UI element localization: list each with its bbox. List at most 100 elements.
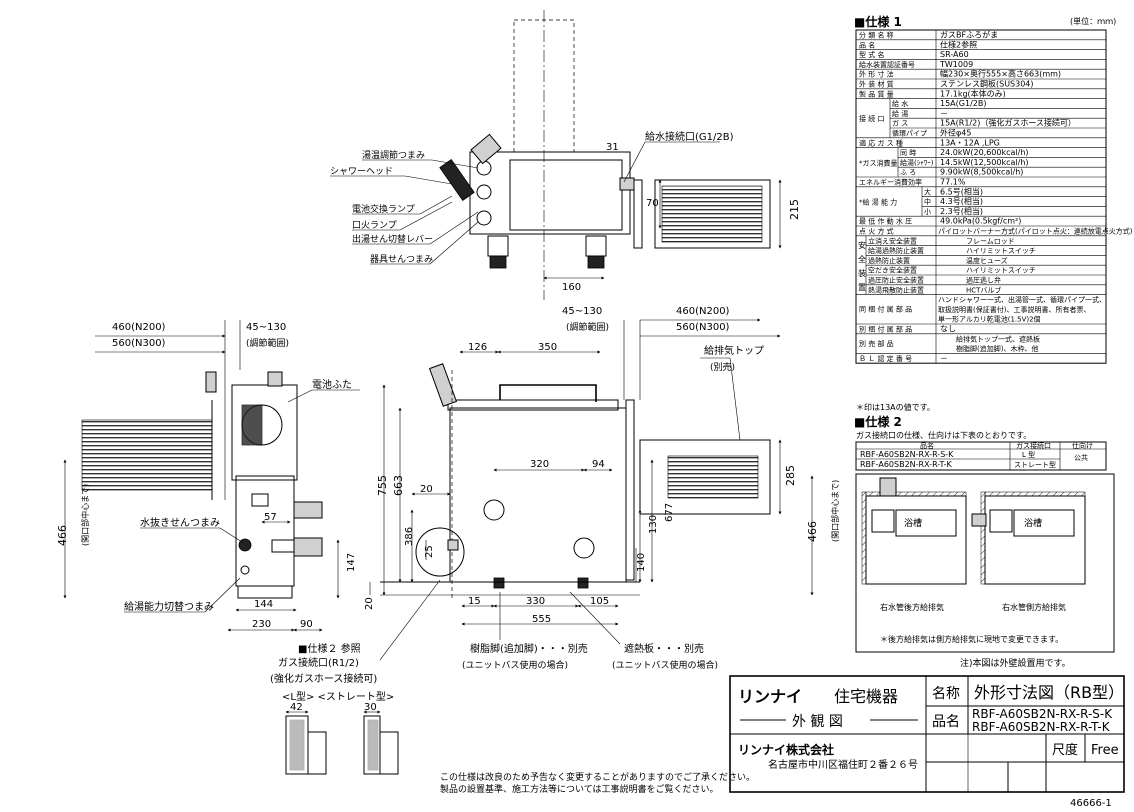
spec1-row-5-label: 外 装 材 質 bbox=[859, 80, 894, 89]
front-dim-663: 663 bbox=[392, 475, 405, 496]
spec1-conn-val-2: 15A(R1/2)（強化ガスホース接続可） bbox=[940, 118, 1076, 128]
front-dim-285: 285 bbox=[784, 465, 797, 486]
tub-label-left: 浴槽 bbox=[904, 517, 922, 529]
front-dim-n200: 460(N200) bbox=[676, 306, 730, 317]
gas-connection-note: ■仕様２ 参照 ガス接続口(R1/2) (強化ガスホース接続可) <L型> <ス… bbox=[270, 579, 441, 775]
spec1-row-0-value: ガスBFふろがま bbox=[940, 30, 998, 40]
side-dim-n300: 560(N300) bbox=[112, 338, 166, 349]
product-1: RBF-A60SB2N-RX-R-S-K bbox=[972, 707, 1113, 721]
spec1-safety-val-1: ハイリミットスイッチ bbox=[966, 247, 1036, 255]
flue-top-sep: (別売) bbox=[710, 361, 735, 373]
spec1-footnote: ＊印は13Aの値です。 bbox=[856, 402, 935, 412]
scale-label: 尺度 bbox=[1052, 742, 1078, 758]
spec1-consumption-label: *ガス消費量 bbox=[859, 158, 898, 167]
scale-value: Free bbox=[1091, 743, 1119, 758]
spec1-ignition-value: パイロットバーナー方式(パイロット点火：連続放電点火方式) bbox=[938, 227, 1133, 236]
front-dim-677: 677 bbox=[664, 503, 675, 522]
spec1-optional-2: 樹脂脚(追加脚)、木枠、他 bbox=[956, 344, 1038, 353]
spec1-safety-sub-4: 過圧防止安全装置 bbox=[868, 276, 924, 285]
top-view: 160 70 215 31 給水接続口(G1/2B) 湯温調節つまみ シャワーヘ… bbox=[330, 10, 801, 300]
side-dim-466: 466 bbox=[56, 525, 69, 546]
side-dim-144: 144 bbox=[254, 599, 273, 610]
spec2-h-gas: ガス接続口 bbox=[1016, 441, 1051, 450]
product-label: 品名 bbox=[932, 714, 960, 730]
unit-bath-note-1: (ユニットバス使用の場合) bbox=[462, 659, 568, 671]
spec1-conn-label: 接 続 口 bbox=[859, 114, 884, 123]
spec1-gastype-value: 13A・12A ,LPG bbox=[940, 138, 1000, 147]
dim-160: 160 bbox=[562, 282, 581, 293]
spec1-row-6-label: 製 品 質 量 bbox=[859, 89, 894, 98]
spec1-safety-sub-2: 過熱防止装置 bbox=[868, 256, 910, 265]
spec1-consumption-val-0: 24.0kW(20,600kcal/h) bbox=[940, 148, 1029, 157]
spec1-supply-val-0: 6.5号(相当) bbox=[940, 186, 983, 196]
spec1-row-3-value: TW1009 bbox=[939, 60, 973, 69]
side-battery-cover: 電池ふた bbox=[312, 378, 352, 391]
spec2-r2-gas: ストレート型 bbox=[1014, 460, 1056, 469]
gas-types: <L型> <ストレート型> bbox=[282, 690, 394, 703]
spec1-title: ■仕様 1 bbox=[854, 14, 902, 29]
spec1-consumption-val-1: 14.5kW(12,500kcal/h) bbox=[940, 158, 1029, 167]
spec1-consumption-sub-1: 給湯(ｼｬﾜｰ) bbox=[900, 158, 934, 167]
spec1-pressure-label: 最 低 作 動 水 圧 bbox=[859, 217, 912, 226]
spec1-safety-sub-1: 給湯過熱防止装置 bbox=[868, 246, 924, 255]
spec1-safety-sub-5: 熱湯飛散防止装置 bbox=[868, 285, 924, 294]
spec1-supply-val-1: 4.3号(相当) bbox=[940, 196, 983, 206]
spec1-row-4-label: 外 形 寸 法 bbox=[859, 70, 894, 79]
side-drain-knob: 水抜きせんつまみ bbox=[140, 516, 220, 529]
side-view: 460(N200) 560(N300) 45~130 (調節範囲) 電池ふた 4… bbox=[56, 320, 360, 632]
product-2: RBF-A60SB2N-RX-R-T-K bbox=[972, 720, 1111, 734]
spec1-conn-sub-1: 給 湯 bbox=[892, 109, 908, 118]
spec1-conn-val-1: － bbox=[940, 109, 948, 118]
spec1-conn-val-0: 15A(G1/2B) bbox=[940, 99, 986, 108]
spec2-r2-name: RBF-A60SB2N-RX-R-T-K bbox=[860, 460, 952, 469]
side-dim-230: 230 bbox=[252, 619, 271, 630]
spec1-bl-label: Ｂ Ｌ 認 定 番 号 bbox=[859, 354, 912, 363]
spec1-accessories-line-1: ハンドシャワー一式、出湯管一式、循環パイプ一式、 bbox=[938, 295, 1106, 304]
spec1-supply-sub-0: 大 bbox=[924, 187, 931, 196]
spec1-row-1-value: 仕様2参照 bbox=[940, 39, 977, 49]
company-address: 名古屋市中川区福住町２番２６号 bbox=[768, 758, 918, 771]
callout-outlet-lever: 出湯せん切替レバー bbox=[352, 233, 433, 245]
spec1-bl-value: － bbox=[940, 354, 948, 363]
appearance-label: 外 観 図 bbox=[792, 713, 843, 730]
spec1-row-6-value: 17.1kg(本体のみ) bbox=[940, 88, 1006, 98]
callout-battery-lamp: 電池交換ランプ bbox=[352, 203, 415, 215]
side-capacity-knob: 給湯能力切替つまみ bbox=[124, 600, 214, 613]
spec1-consumption-val-2: 9.90kW(8,500kcal/h) bbox=[940, 168, 1023, 177]
name-value: 外形寸法図（RB型） bbox=[974, 683, 1124, 702]
spec1-conn-val-3: 外径φ45 bbox=[940, 128, 971, 138]
front-dim-adj: 45~130 bbox=[562, 306, 602, 317]
spec1-row-2-value: SR-A60 bbox=[940, 50, 969, 59]
front-dim-n300: 560(N300) bbox=[676, 322, 730, 333]
front-dim-386: 386 bbox=[404, 527, 415, 546]
title-block: リンナイ 住宅機器 外 観 図 リンナイ株式会社 名古屋市中川区福住町２番２６号… bbox=[729, 675, 1125, 793]
side-dim-147: 147 bbox=[346, 553, 357, 572]
gas-line1: ガス接続口(R1/2) bbox=[278, 656, 359, 669]
bottom-note-1: この仕様は改良のため予告なく変更することがありますのでご了承ください。 bbox=[440, 771, 755, 783]
spec1-safety-sub-3: 空だき安全装置 bbox=[868, 266, 917, 275]
spec1-row-3-label: 給水装置認証番号 bbox=[859, 60, 915, 69]
front-dim-105: 105 bbox=[590, 596, 609, 607]
side-dim-57: 57 bbox=[264, 512, 277, 523]
front-dim-140: 140 bbox=[636, 553, 647, 572]
spec1-conn-sub-2: ガ ス bbox=[892, 119, 908, 128]
brand-logo: リンナイ bbox=[738, 687, 802, 706]
spec1-safety-char-1: 全 bbox=[858, 254, 866, 264]
installation-diagrams: 浴槽 浴槽 右水管後方給排気 右水管側方給排気 ＊後方給排気は側方給排気に現地で… bbox=[855, 473, 1115, 653]
front-center-note: (開口部中心まで) bbox=[830, 480, 840, 542]
spec1-consumption-sub-0: 同 時 bbox=[900, 149, 916, 157]
spec1-optional-label: 別 売 部 品 bbox=[859, 339, 894, 348]
outside-wall-note: 注)本図は外壁設置用です。 bbox=[960, 657, 1071, 669]
front-dim-adj-range: (調節範囲) bbox=[566, 321, 609, 333]
front-dim-555: 555 bbox=[532, 614, 551, 625]
side-dim-n200: 460(N200) bbox=[112, 322, 166, 333]
brand-suffix: 住宅機器 bbox=[834, 687, 898, 706]
front-dim-466: 466 bbox=[806, 521, 819, 542]
name-label: 名称 bbox=[932, 686, 960, 702]
spec1-supply-sub-1: 中 bbox=[924, 197, 931, 206]
spec2-destination: 公共 bbox=[1074, 453, 1088, 462]
spec1-supply-sub-2: 小 bbox=[924, 207, 931, 216]
install-right-label: 右水管側方給排気 bbox=[1002, 602, 1066, 612]
front-dim-15: 15 bbox=[468, 596, 481, 607]
